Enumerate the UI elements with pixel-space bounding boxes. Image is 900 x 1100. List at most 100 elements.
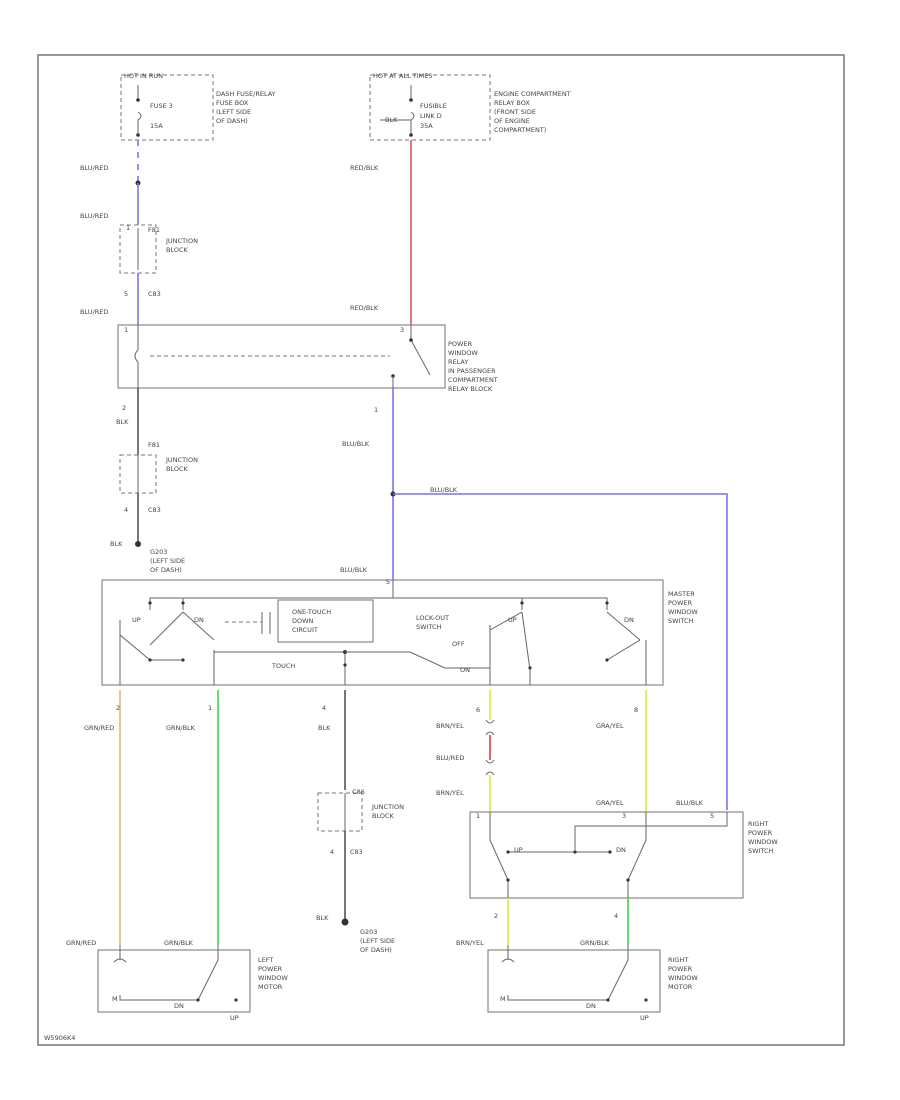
right-power-window-motor: M DN UP RIGHT POWER WINDOW MOTOR <box>487 945 698 1022</box>
master-dn-right: DN <box>624 616 634 624</box>
junction-1-label-2: BLOCK <box>166 246 189 254</box>
right-motor-dn: DN <box>586 1002 596 1010</box>
relay-label-4: IN PASSENGER <box>448 367 496 375</box>
right-power-window-switch: 1 3 5 UP DN RIGHT POWER WINDOW SWITCH <box>469 811 778 899</box>
footer-code: W5906K4 <box>44 1034 75 1042</box>
right-switch-label-3: WINDOW <box>748 838 778 846</box>
label-blu-red-1: BLU/RED <box>80 164 108 172</box>
relay-label-2: WINDOW <box>448 349 478 357</box>
label-blk-4: BLK <box>316 914 329 922</box>
fuse-left-location-1: DASH FUSE/RELAY <box>216 90 276 98</box>
pin-2-master: 2 <box>116 704 120 712</box>
junction-1-c2: C83 <box>148 290 161 298</box>
pin-4-master: 4 <box>322 704 326 712</box>
right-motor-label-3: WINDOW <box>668 974 698 982</box>
master-label-1: MASTER <box>668 590 695 598</box>
master-ground-path: 4 BLK C86 JUNCTION BLOCK 4 C83 BLK G203 … <box>316 690 404 954</box>
lockout-label-1: LOCK-OUT <box>416 614 449 622</box>
junction-1-c: F81 <box>148 226 160 234</box>
fuse-left-source: HOT IN RUN <box>124 72 163 80</box>
fuse-right-location-1: ENGINE COMPARTMENT <box>494 90 571 98</box>
master-label-4: SWITCH <box>668 617 694 625</box>
right-switch-label-2: POWER <box>748 829 773 837</box>
label-grn-blk-1: GRN/BLK <box>166 724 196 732</box>
master-dn-left: DN <box>194 616 204 624</box>
label-blu-red-2: BLU/RED <box>80 212 108 220</box>
fuse-right-source: HOT AT ALL TIMES <box>373 72 433 80</box>
fuse-left-amp: 15A <box>150 122 163 130</box>
label-brn-yel-3: BRN/YEL <box>456 939 484 947</box>
label-grn-red-2: GRN/RED <box>66 939 96 947</box>
lockout-on: ON <box>460 666 470 674</box>
fuse-left: HOT IN RUN FUSE 3 15A DASH FUSE/RELAY FU… <box>120 72 276 141</box>
ground-top-loc-2: OF DASH) <box>150 566 182 574</box>
junction-2-c2: C83 <box>148 506 161 514</box>
ground-bottom-loc-2: OF DASH) <box>360 946 392 954</box>
left-motor-up: UP <box>230 1014 239 1022</box>
left-motor-symbol: M <box>112 995 118 1003</box>
left-feed-wire: BLU/RED BLU/RED F81 JUNCTION BLOCK 1 5 C… <box>80 140 198 325</box>
fuse-right-location-5: COMPARTMENT) <box>494 126 546 134</box>
label-blu-blk-2: BLU/BLK <box>430 486 458 494</box>
master-up-right: UP <box>508 616 517 624</box>
pin-8-master: 8 <box>634 706 638 714</box>
label-blk-1: BLK <box>116 418 129 426</box>
label-blk-2: BLK <box>110 540 123 548</box>
relay-label-3: RELAY <box>448 358 468 366</box>
relay-label-6: RELAY BLOCK <box>448 385 493 393</box>
master-label-3: WINDOW <box>668 608 698 616</box>
fuse-right-amp: 35A <box>420 122 433 130</box>
label-blu-blk-1: BLU/BLK <box>342 440 370 448</box>
label-blu-red-3: BLU/RED <box>80 308 108 316</box>
right-switch-dn: DN <box>616 846 626 854</box>
one-touch-label-1: ONE-TOUCH <box>292 608 331 616</box>
lockout-off: OFF <box>452 640 465 648</box>
right-switch-pin-2: 3 <box>622 812 626 820</box>
junction-3-c: C86 <box>352 788 365 796</box>
label-grn-red-1: GRN/RED <box>84 724 114 732</box>
pin-2-relay: 2 <box>122 404 126 412</box>
brn-yel-path: 6 BRN/YEL BLU/RED BRN/YEL <box>436 690 495 812</box>
label-brn-yel-2: BRN/YEL <box>436 789 464 797</box>
pin-4-ground: 4 <box>330 848 334 856</box>
fuse-right-name: FUSIBLE <box>420 102 447 110</box>
label-blu-red-mid: BLU/RED <box>436 754 464 762</box>
label-gra-yel-2: GRA/YEL <box>596 799 624 807</box>
label-brn-yel-1: BRN/YEL <box>436 722 464 730</box>
diagram-border <box>37 54 845 1046</box>
left-motor-dn: DN <box>174 1002 184 1010</box>
one-touch-label-2: DOWN <box>292 617 314 625</box>
right-switch-pin-1: 1 <box>476 812 480 820</box>
master-touch: TOUCH <box>271 662 295 670</box>
junction-3-label-1: JUNCTION <box>371 803 404 811</box>
pin-1-relay-out: 1 <box>374 406 378 414</box>
fuse-left-location-2: FUSE BOX <box>216 99 249 107</box>
left-motor-label-3: WINDOW <box>258 974 288 982</box>
label-grn-blk-2: GRN/BLK <box>164 939 194 947</box>
fuse-right: HOT AT ALL TIMES FUSIBLE LINK D 35A BLK … <box>369 72 571 141</box>
label-grn-blk-3: GRN/BLK <box>580 939 610 947</box>
ground-top-id: G203 <box>150 548 167 556</box>
junction-1-pin-top: 1 <box>126 224 130 232</box>
relay-label-1: POWER <box>448 340 473 348</box>
junction-2-label-1: JUNCTION <box>165 456 198 464</box>
label-blu-blk-4: BLU/BLK <box>676 799 704 807</box>
right-motor-up: UP <box>640 1014 649 1022</box>
label-blu-blk-3: BLU/BLK <box>340 566 368 574</box>
blu-blk-wires: 1 BLU/BLK BLU/BLK BLU/BLK <box>340 388 728 810</box>
pin-6-master: 6 <box>476 706 480 714</box>
ground-bottom-id: G203 <box>360 928 377 936</box>
power-window-relay: 1 3 POWER WINDOW RELAY IN PASSENGER COMP… <box>117 324 498 393</box>
lockout-label-2: SWITCH <box>416 623 442 631</box>
ground-bottom-loc-1: (LEFT SIDE <box>360 937 395 945</box>
junction-3-c2: C83 <box>350 848 363 856</box>
master-up-left: UP <box>132 616 141 624</box>
fuse-right-location-2: RELAY BOX <box>494 99 530 107</box>
right-switch-label-1: RIGHT <box>748 820 768 828</box>
fuse-right-location-4: OF ENGINE <box>494 117 530 125</box>
label-red-blk-2: RED/BLK <box>350 304 379 312</box>
label-gra-yel-1: GRA/YEL <box>596 722 624 730</box>
pin-4-junction: 4 <box>124 506 128 514</box>
one-touch-label-3: CIRCUIT <box>292 626 318 634</box>
